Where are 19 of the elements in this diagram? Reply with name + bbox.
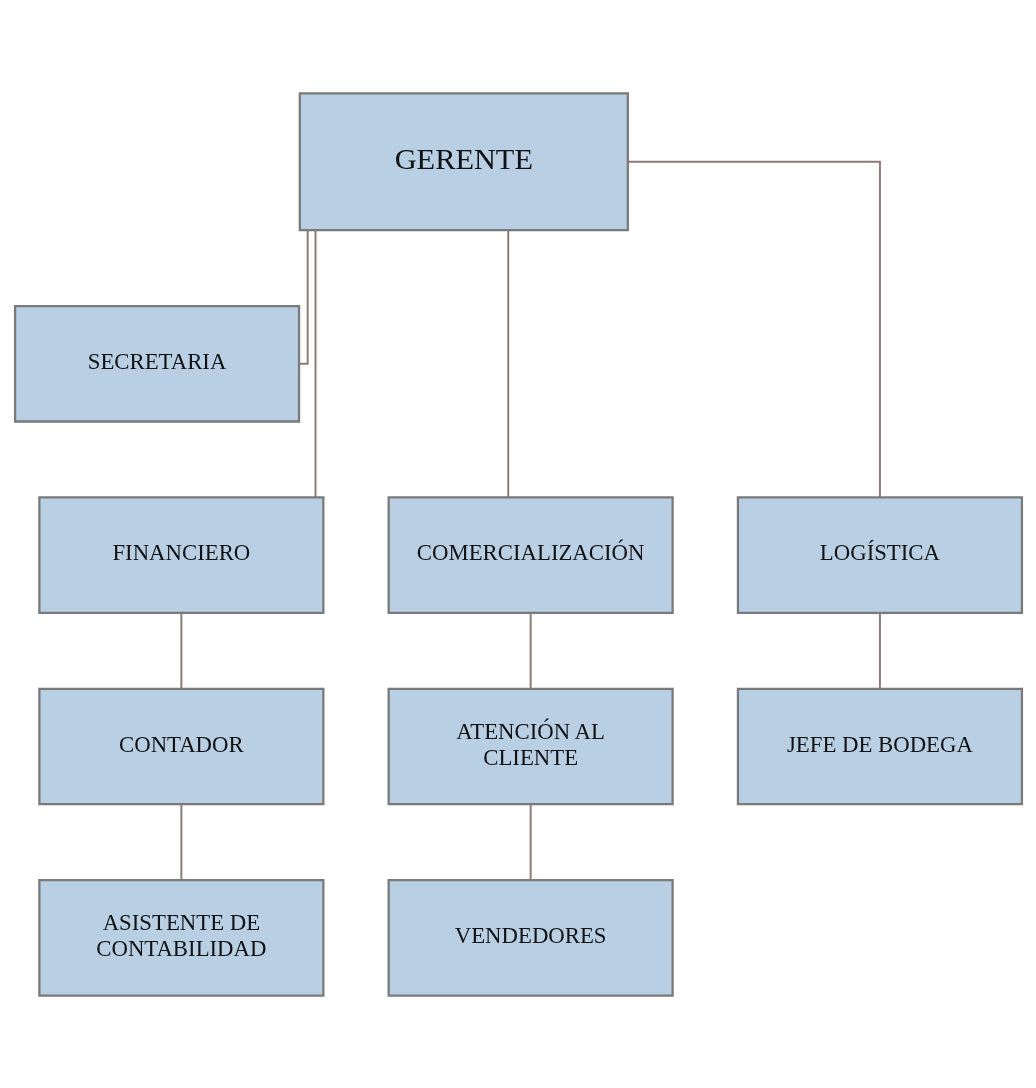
connector: [179, 802, 182, 881]
node-box: FINANCIERO: [37, 495, 324, 614]
node-box: LOGÍSTICA: [736, 495, 1023, 614]
connector: [179, 611, 182, 690]
node-box: JEFE DE BODEGA: [736, 687, 1023, 805]
node-box: GERENTE: [298, 91, 629, 231]
node-box: SECRETARIA: [13, 304, 300, 423]
node-box: CONTADOR: [37, 687, 324, 805]
connector: [878, 611, 881, 690]
connector: [529, 611, 532, 690]
connector: [314, 228, 316, 498]
node-box: ASISTENTE DE CONTABILIDAD: [37, 878, 324, 997]
node-box: ATENCIÓN AL CLIENTE: [387, 687, 674, 805]
connector: [297, 228, 309, 365]
node-box: COMERCIALIZACIÓN: [387, 495, 674, 614]
connector: [626, 160, 881, 498]
connector: [529, 802, 532, 881]
connector: [506, 228, 509, 498]
node-box: VENDEDORES: [387, 878, 674, 997]
